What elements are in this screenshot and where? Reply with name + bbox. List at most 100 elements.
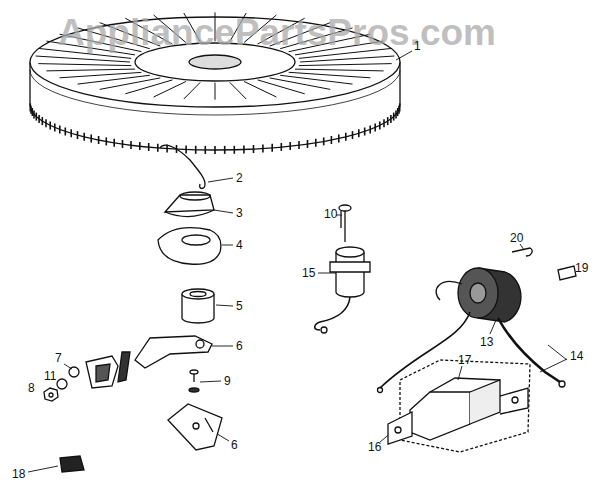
gear-tooth	[395, 110, 397, 118]
gear-tooth	[352, 131, 354, 139]
gear-tooth	[331, 136, 333, 144]
gear-tooth	[323, 137, 325, 145]
gasket	[158, 228, 221, 265]
gear-tooth	[122, 140, 124, 148]
callout-number: 18	[12, 468, 25, 480]
gear-tooth	[234, 146, 236, 154]
gear-tooth	[214, 146, 216, 154]
gear-tooth	[338, 134, 340, 142]
callout-number: 1	[414, 40, 421, 52]
callout-number: 8	[28, 382, 35, 394]
callout-number: 2	[236, 172, 243, 184]
gear-tooth	[262, 145, 264, 153]
ignition-coil	[378, 268, 566, 393]
gear-tooth	[393, 113, 395, 121]
gear-tooth	[205, 146, 207, 154]
gear-tooth	[98, 136, 100, 144]
gear-tooth	[49, 121, 51, 129]
gear-tooth	[345, 133, 347, 141]
felt	[60, 456, 84, 472]
screws	[189, 370, 199, 392]
gear-tooth	[307, 140, 309, 148]
flywheel-fin	[299, 64, 392, 66]
bushing	[182, 289, 214, 323]
callout-number: 10	[324, 208, 337, 220]
gear-tooth	[195, 146, 197, 154]
gear-tooth	[77, 131, 79, 139]
callout-number: 9	[224, 375, 231, 387]
callout-number: 6	[236, 340, 243, 352]
gear-tooth	[383, 119, 385, 127]
condenser	[315, 247, 370, 333]
gear-tooth	[315, 139, 317, 147]
gear-tooth	[243, 145, 245, 153]
flywheel-fin	[125, 80, 172, 94]
flywheel-fin	[230, 82, 246, 99]
callout-number: 14	[570, 350, 583, 362]
spring	[160, 145, 205, 188]
gear-tooth	[390, 115, 392, 123]
clip	[512, 248, 532, 256]
gear-tooth	[54, 124, 56, 132]
gear-tooth	[253, 145, 255, 153]
breaker-arm	[118, 336, 212, 382]
cover	[165, 192, 214, 217]
breaker-plate	[168, 404, 222, 450]
flywheel-fin	[46, 69, 135, 71]
callout-number: 19	[575, 262, 588, 274]
gear-tooth	[130, 141, 132, 149]
gear-tooth	[106, 137, 108, 145]
gear-tooth	[271, 144, 273, 152]
leader-lines	[28, 51, 572, 472]
tag	[558, 266, 576, 280]
gear-tooth	[70, 129, 72, 137]
watermark: AppliancePartsPros.com	[58, 14, 496, 51]
gear-tooth	[29, 103, 31, 111]
gear-tooth	[157, 144, 159, 152]
coil-bracket	[388, 360, 530, 452]
gear-tooth	[369, 126, 371, 134]
callout-number: 7	[55, 352, 62, 364]
callout-number: 4	[236, 239, 243, 251]
flywheel-fin	[215, 83, 216, 100]
gear-tooth	[358, 129, 360, 137]
gear-tooth	[33, 110, 35, 118]
flywheel-fin	[295, 69, 384, 71]
callout-number: 15	[302, 267, 315, 279]
gear-tooth	[185, 145, 187, 153]
flywheel-fin	[38, 64, 131, 66]
flywheel-fin	[78, 75, 150, 84]
gear-tooth	[289, 142, 291, 150]
gasket-hole	[182, 235, 210, 245]
callout-number: 6	[231, 439, 238, 451]
gear-tooth	[148, 143, 150, 151]
gear-tooth	[45, 119, 47, 127]
flywheel-fin	[280, 75, 352, 84]
gear-tooth	[224, 146, 226, 154]
gear-tooth	[41, 117, 43, 125]
flywheel-fin	[270, 78, 331, 90]
flywheel-fin	[100, 78, 161, 90]
gear-tooth	[298, 141, 300, 149]
gear-tooth	[280, 143, 282, 151]
callout-number: 16	[368, 441, 381, 453]
screw	[339, 205, 351, 242]
gear-tooth	[364, 128, 366, 136]
gear-tooth	[387, 117, 389, 125]
gear-tooth	[139, 142, 141, 150]
callout-number: 20	[510, 232, 523, 244]
gear-tooth	[83, 133, 85, 141]
callout-number: 5	[236, 300, 243, 312]
gear-tooth	[379, 121, 381, 129]
gear-tooth	[397, 108, 399, 116]
flywheel-fin	[60, 72, 142, 77]
gear-tooth	[35, 113, 37, 121]
gear-tooth	[113, 139, 115, 147]
gear-tooth	[59, 126, 61, 134]
callout-number: 17	[458, 354, 471, 366]
gear-tooth	[374, 124, 376, 132]
callout-number: 11	[44, 370, 56, 382]
flywheel-fin	[184, 82, 200, 99]
flywheel-fin	[289, 72, 371, 78]
